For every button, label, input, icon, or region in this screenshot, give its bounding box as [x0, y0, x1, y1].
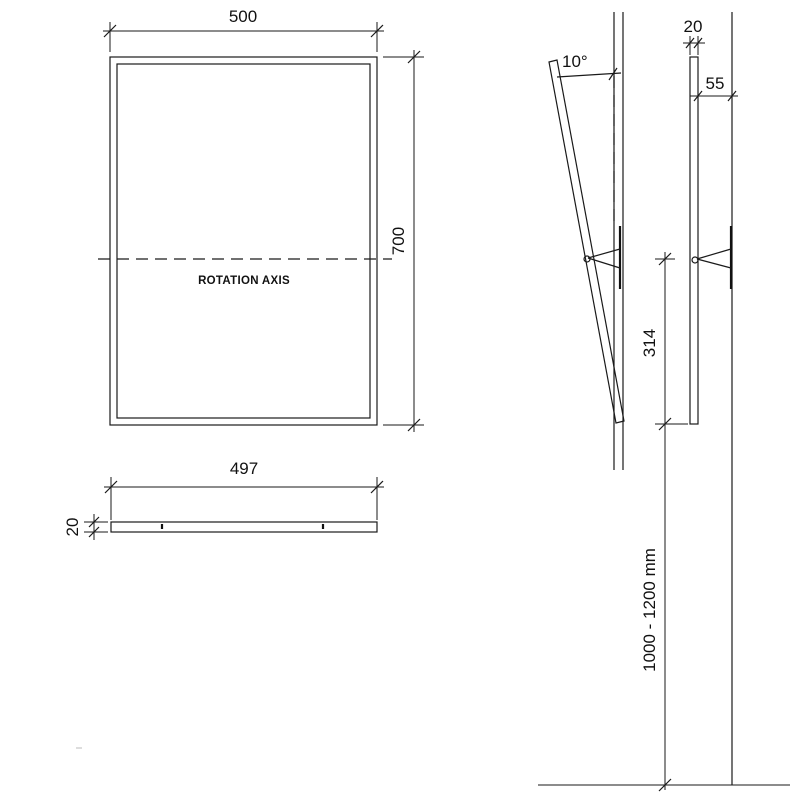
mirror-inner-frame — [116, 63, 371, 419]
axis-height-label: 314 — [640, 329, 659, 357]
pivot-point — [583, 255, 591, 263]
plan-width-label: 497 — [230, 459, 258, 478]
pivot-point — [691, 256, 699, 264]
mount-height-dimension: 1000 - 1200 mm — [538, 548, 790, 792]
angle-tick — [608, 67, 618, 81]
plan-width-dimension: 497 — [104, 459, 384, 520]
flat-mirror — [689, 56, 699, 425]
height-dimension: 700 — [383, 50, 424, 432]
axis-height-dimension: 314 — [640, 252, 688, 790]
height-dimension-label: 700 — [389, 227, 408, 255]
flat-side-view: 20 55 — [683, 12, 738, 785]
mirror-outer-frame — [109, 56, 378, 426]
plan-depth-label: 20 — [63, 518, 82, 537]
plan-depth-dimension: 20 — [63, 514, 108, 540]
mount-height-label: 1000 - 1200 mm — [640, 548, 659, 672]
mirror-plan-outline — [110, 521, 378, 533]
width-dimension: 500 — [103, 7, 384, 52]
plan-view: 497 20 — [63, 459, 384, 540]
bracket-lower-arm — [696, 258, 732, 269]
tilted-side-view: 10° 314 1000 - 1200 mm — [538, 12, 790, 792]
thickness-label: 20 — [684, 17, 703, 36]
bracket-upper-arm — [587, 248, 621, 259]
offset-label: 55 — [706, 74, 725, 93]
bracket-upper-arm — [696, 248, 732, 260]
tilted-mirror — [548, 59, 625, 424]
thickness-dimension: 20 — [683, 17, 705, 55]
offset-dimension: 55 — [690, 74, 738, 102]
angle-arc — [556, 72, 622, 78]
angle-label: 10° — [562, 52, 588, 71]
front-view: ROTATION AXIS 500 700 — [98, 7, 424, 432]
width-dimension-label: 500 — [229, 7, 257, 26]
rotation-axis-label: ROTATION AXIS — [198, 275, 290, 287]
bracket-lower-arm — [587, 257, 621, 269]
